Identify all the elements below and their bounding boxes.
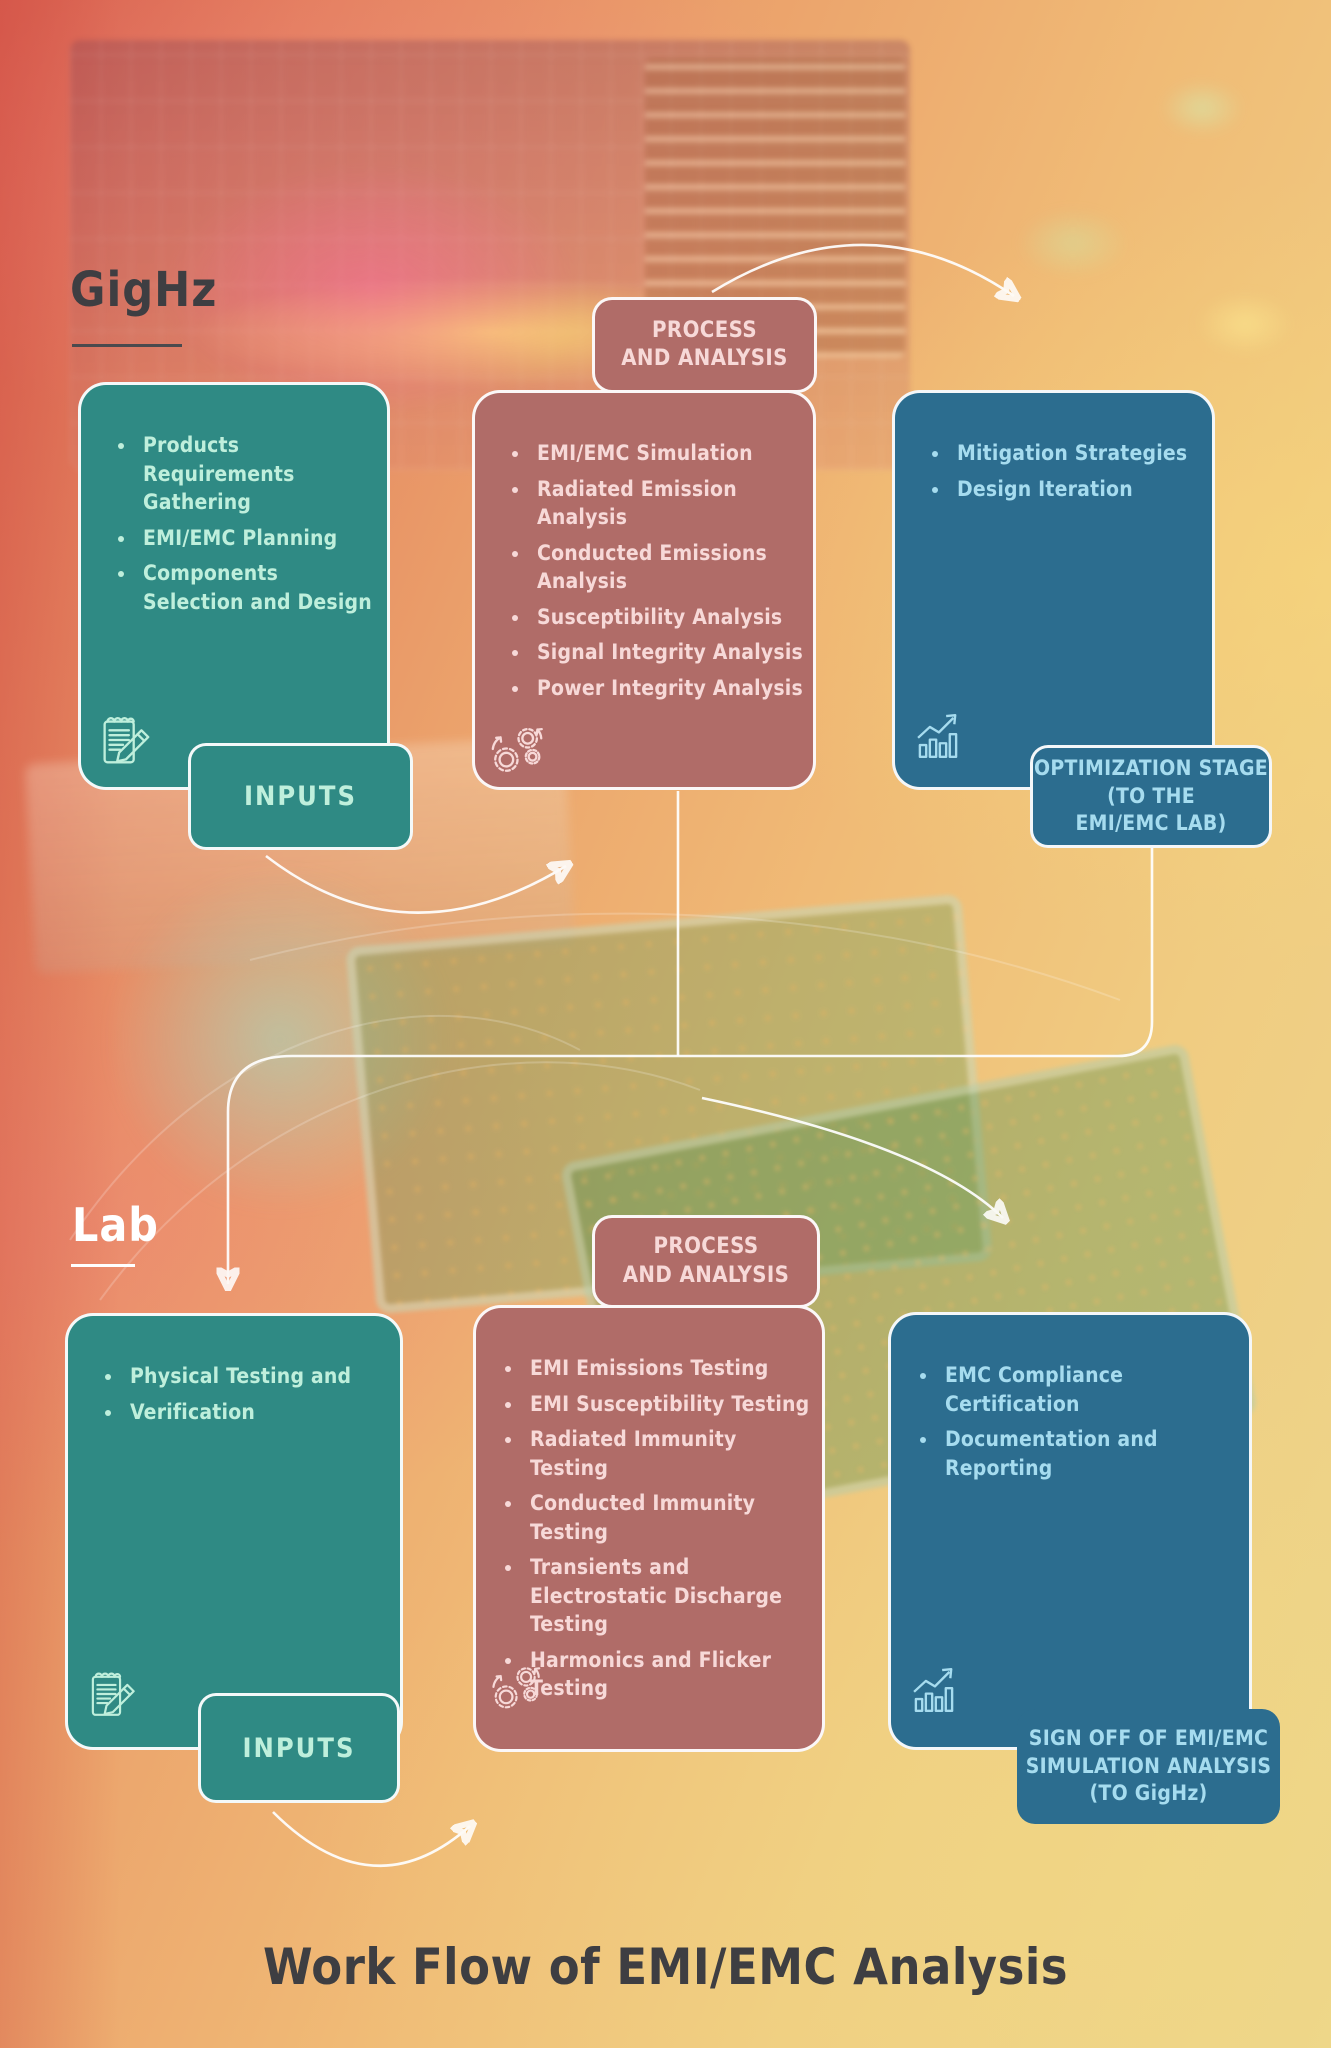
list-item: Transients and Electrostatic Discharge T…: [524, 1553, 818, 1639]
list-item: EMC Compliance Certification: [939, 1361, 1245, 1418]
list-item: Design Iteration: [951, 475, 1202, 504]
list-item: Power Integrity Analysis: [531, 674, 803, 703]
stage-label-line: OPTIMIZATION STAGE: [1034, 755, 1268, 780]
list-item: Radiated Emission Analysis: [531, 475, 803, 532]
list-item: Conducted Emissions Analysis: [531, 539, 803, 596]
page-title: Work Flow of EMI/EMC Analysis: [262, 1938, 1069, 1996]
process-header-line: AND ANALYSIS: [622, 1262, 790, 1288]
list-item: EMI/EMC Planning: [137, 524, 377, 553]
lab-brand-title: Lab: [72, 1198, 159, 1252]
lab-inputs-box: Physical Testing and Verification: [65, 1313, 403, 1750]
notepad-pencil-icon: [82, 1665, 140, 1723]
lab-process-box: EMI Emissions Testing EMI Susceptibility…: [473, 1305, 825, 1752]
stage-label-line: (TO THE: [1107, 783, 1195, 808]
stage-label-line: (TO GigHz): [1089, 1781, 1208, 1806]
list-item: Verification: [124, 1398, 390, 1427]
list-item: Products Requirements Gathering: [137, 431, 377, 517]
gighz-inputs-box: Products Requirements Gathering EMI/EMC …: [78, 382, 390, 790]
optimization-stage-label: OPTIMIZATION STAGE (TO THE EMI/EMC LAB): [1030, 745, 1272, 848]
list-item: EMI Emissions Testing: [524, 1354, 818, 1383]
gighz-output-list: Mitigation Strategies Design Iteration: [895, 393, 1212, 503]
bar-chart-rising-arrow-icon: [909, 707, 967, 765]
list-item: Physical Testing and: [124, 1362, 390, 1391]
gighz-output-box: Mitigation Strategies Design Iteration: [892, 390, 1215, 790]
bar-chart-rising-arrow-icon: [905, 1661, 963, 1719]
inputs-tab-label: INPUTS: [244, 781, 357, 812]
list-item: Susceptibility Analysis: [531, 603, 803, 632]
list-item: Mitigation Strategies: [951, 439, 1202, 468]
stage-label-line: SIGN OFF OF EMI/EMC: [1028, 1725, 1269, 1750]
gighz-process-header: PROCESS AND ANALYSIS: [592, 297, 817, 393]
notepad-pencil-icon: [93, 709, 155, 771]
stage-label-line: SIMULATION ANALYSIS: [1025, 1753, 1272, 1778]
gears-icon: [488, 1657, 546, 1715]
lab-process-header: PROCESS AND ANALYSIS: [592, 1215, 820, 1308]
list-item: Documentation and Reporting: [939, 1425, 1245, 1482]
gighz-inputs-list: Products Requirements Gathering EMI/EMC …: [81, 385, 387, 616]
process-header-line: PROCESS: [653, 1234, 759, 1260]
sign-off-label: SIGN OFF OF EMI/EMC SIMULATION ANALYSIS …: [1017, 1709, 1280, 1824]
list-item: Harmonics and Flicker Testing: [524, 1646, 818, 1703]
list-item: Radiated Immunity Testing: [524, 1425, 818, 1482]
list-item: Components Selection and Design: [137, 559, 377, 616]
inputs-tab-label: INPUTS: [242, 1732, 356, 1764]
gighz-brand-title: GigHz: [70, 262, 218, 318]
lab-inputs-list: Physical Testing and Verification: [68, 1316, 400, 1426]
stage-label-line: EMI/EMC LAB): [1075, 811, 1227, 836]
gighz-process-list: EMI/EMC Simulation Radiated Emission Ana…: [475, 393, 813, 702]
process-header-line: PROCESS: [652, 317, 757, 343]
lab-brand-underline: [71, 1264, 135, 1267]
gighz-inputs-tab: INPUTS: [188, 743, 413, 850]
list-item: EMI Susceptibility Testing: [524, 1390, 818, 1419]
lab-output-box: EMC Compliance Certification Documentati…: [888, 1312, 1252, 1750]
lab-inputs-tab: INPUTS: [198, 1693, 400, 1803]
process-header-line: AND ANALYSIS: [621, 346, 788, 371]
gighz-process-box: EMI/EMC Simulation Radiated Emission Ana…: [472, 390, 816, 790]
list-item: Conducted Immunity Testing: [524, 1489, 818, 1546]
list-item: EMI/EMC Simulation: [531, 439, 803, 468]
list-item: Signal Integrity Analysis: [531, 638, 803, 667]
lab-output-list: EMC Compliance Certification Documentati…: [891, 1315, 1249, 1482]
gighz-brand-underline: [72, 344, 182, 347]
lab-process-list: EMI Emissions Testing EMI Susceptibility…: [476, 1308, 822, 1703]
gears-icon: [487, 717, 549, 779]
